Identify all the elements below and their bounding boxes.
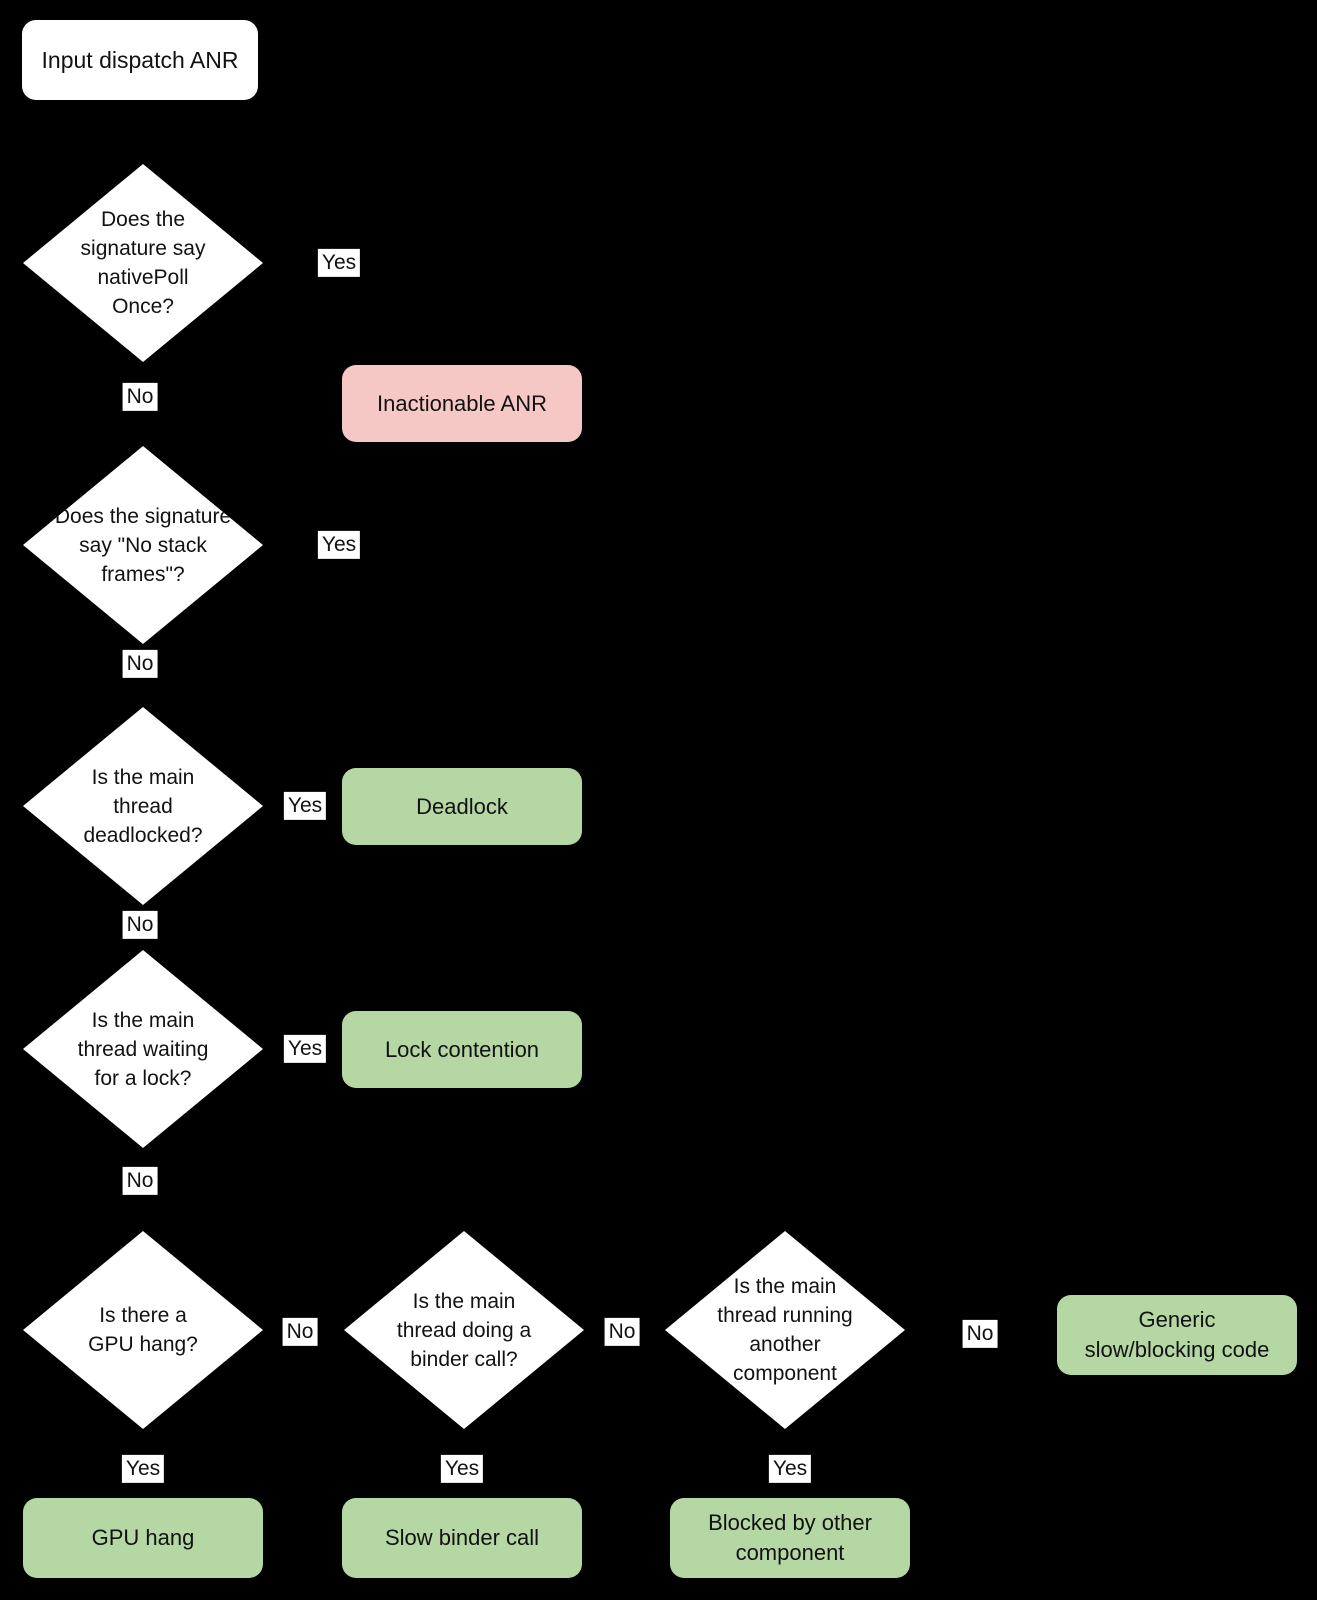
start-node: Input dispatch ANR: [22, 20, 258, 100]
result-deadlock-label: Deadlock: [416, 793, 508, 819]
edge-label-waiting-lock-yes: Yes: [283, 1034, 327, 1064]
start-node-label: Input dispatch ANR: [41, 47, 239, 73]
result-slow-binder-call-label: Slow binder call: [384, 1525, 540, 1550]
decision-binder-call-diamond: Is the main thread doing a binder call?: [344, 1231, 584, 1429]
edge-label-gpu-hang-no: No: [282, 1317, 318, 1347]
edge-label-native-poll-no: No: [122, 382, 158, 412]
result-gpu-hang: GPU hang: [23, 1498, 263, 1578]
result-inactionable-anr: Inactionable ANR: [342, 365, 582, 442]
decision-native-poll-diamond: Does the signature say nativePoll Once?: [23, 164, 263, 362]
result-generic-slow-blocking-label: Generic slow/blocking code: [1084, 1307, 1270, 1362]
decision-gpu-hang-label: Is there a GPU hang?: [88, 1304, 198, 1356]
decision-gpu-hang-diamond: Is there a GPU hang?: [23, 1231, 263, 1429]
decision-no-stack-frames-label: Does the signature say "No stack frames"…: [54, 504, 232, 586]
edge-label-gpu-hang-yes: Yes: [121, 1454, 165, 1484]
edge-label-deadlocked-no: No: [122, 910, 158, 940]
result-lock-contention: Lock contention: [342, 1011, 582, 1088]
edge-label-no-stack-frames-no: No: [122, 649, 158, 679]
edge-label-no-stack-frames-yes: Yes: [317, 530, 361, 560]
decision-no-stack-frames-diamond: Does the signature say "No stack frames"…: [23, 446, 263, 644]
decision-other-component-label: Is the main thread running another compo…: [717, 1275, 853, 1385]
decision-other-component-diamond: Is the main thread running another compo…: [665, 1231, 905, 1429]
edge-label-binder-call-yes: Yes: [440, 1454, 484, 1484]
result-lock-contention-label: Lock contention: [384, 1036, 540, 1062]
result-blocked-by-other-component: Blocked by other component: [670, 1498, 910, 1578]
result-blocked-by-other-component-label: Blocked by other component: [708, 1510, 872, 1565]
decision-native-poll-label: Does the signature say nativePoll Once?: [80, 208, 206, 318]
result-inactionable-anr-label: Inactionable ANR: [377, 390, 547, 416]
decision-waiting-lock-diamond: Is the main thread waiting for a lock?: [23, 950, 263, 1148]
edge-label-binder-call-no: No: [604, 1317, 640, 1347]
decision-waiting-lock-label: Is the main thread waiting for a lock?: [77, 1008, 209, 1090]
result-deadlock: Deadlock: [342, 768, 582, 845]
result-slow-binder-call: Slow binder call: [342, 1498, 582, 1578]
edge-label-native-poll-yes: Yes: [317, 248, 361, 278]
result-gpu-hang-label: GPU hang: [91, 1525, 195, 1550]
decision-deadlocked-diamond: Is the main thread deadlocked?: [23, 707, 263, 905]
result-generic-slow-blocking: Generic slow/blocking code: [1057, 1295, 1297, 1375]
edge-label-other-component-yes: Yes: [768, 1454, 812, 1484]
edge-label-other-component-no: No: [962, 1319, 998, 1349]
edge-label-waiting-lock-no: No: [122, 1166, 158, 1196]
edge-label-deadlocked-yes: Yes: [283, 791, 327, 821]
decision-deadlocked-label: Is the main thread deadlocked?: [83, 765, 203, 847]
decision-binder-call-label: Is the main thread doing a binder call?: [396, 1289, 532, 1371]
